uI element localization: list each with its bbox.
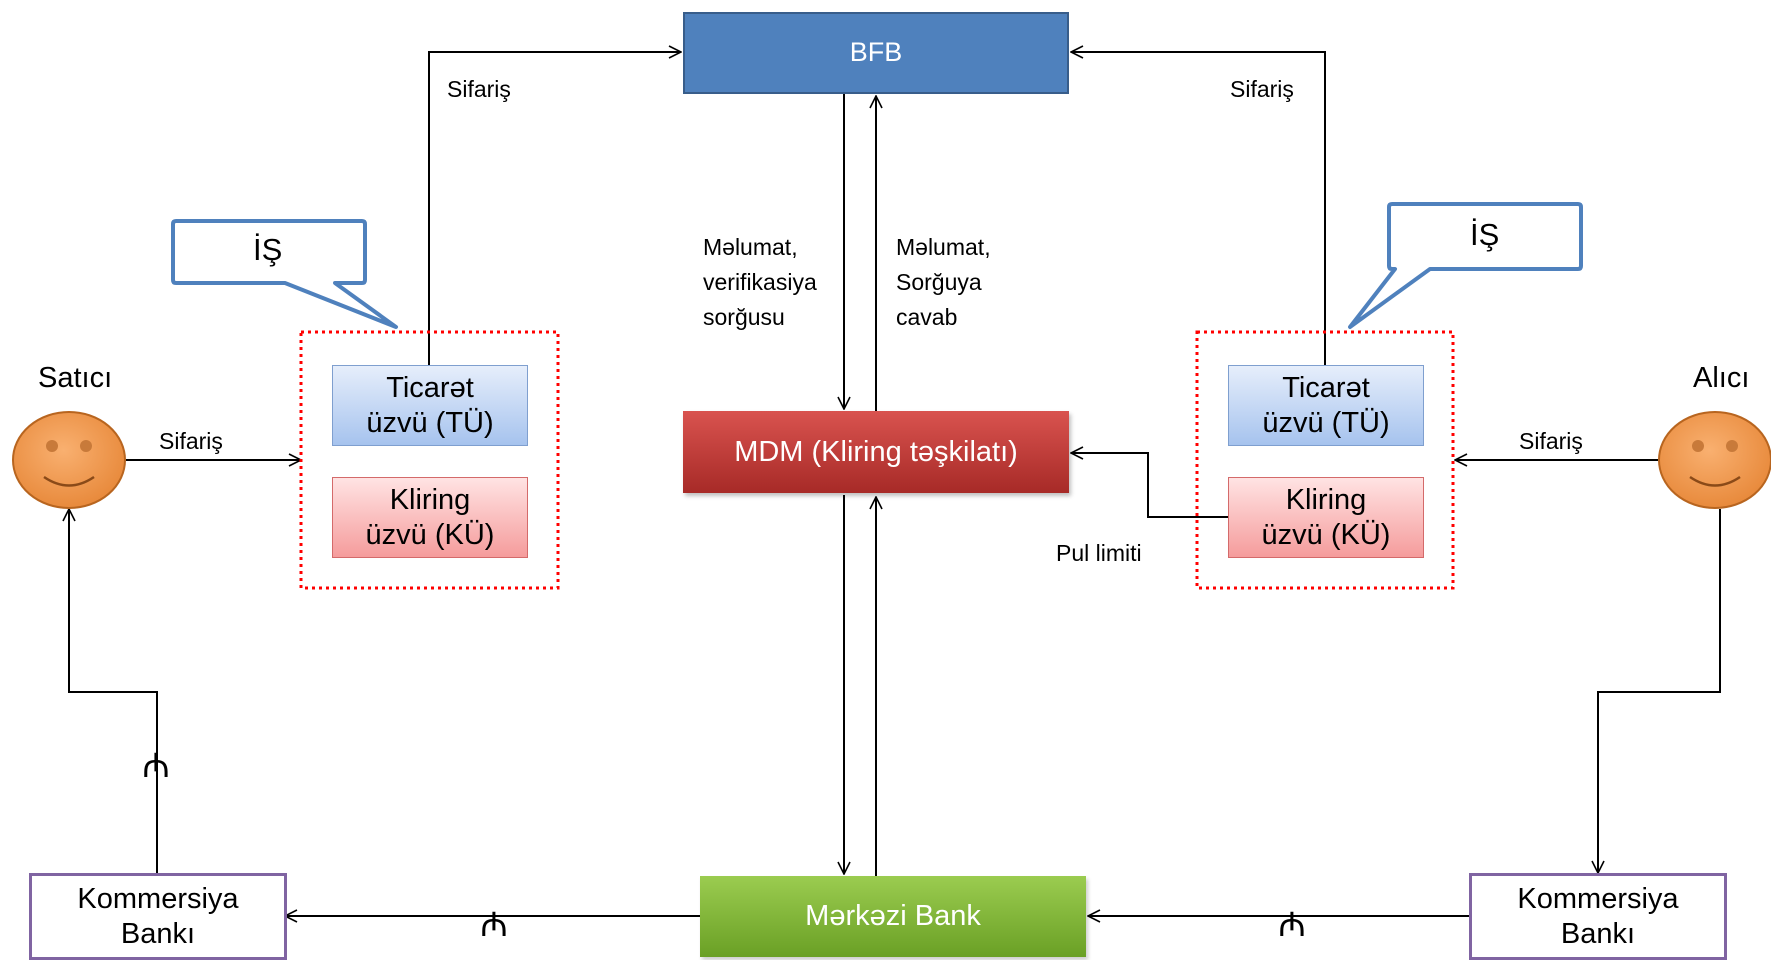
buyer-label: Alıcı bbox=[1693, 362, 1750, 394]
seller-label: Satıcı bbox=[38, 362, 113, 394]
buyer-smiley-icon bbox=[1658, 411, 1771, 509]
seller-smiley-icon bbox=[12, 411, 126, 509]
left-trade-member-box: Ticarət üzvü (TÜ) bbox=[332, 365, 528, 446]
central-bank-box: Mərkəzi Bank bbox=[700, 876, 1086, 957]
mdm-clearing-box: MDM (Kliring təşkilatı) bbox=[683, 411, 1069, 493]
left-speech-bubble bbox=[171, 219, 398, 329]
right-member-frame bbox=[1195, 330, 1455, 590]
manat-icon: ₼ bbox=[142, 746, 170, 786]
edge-buyer-to-right-bank bbox=[1598, 509, 1721, 873]
order-label-left-top: Sifariş bbox=[447, 76, 511, 102]
manat-icon: ₼ bbox=[480, 905, 508, 945]
edge-left-tu-to-bfb bbox=[428, 52, 681, 365]
edge-right-ku-to-mdm bbox=[1071, 453, 1228, 518]
right-bubble-text: İŞ bbox=[1470, 217, 1500, 252]
order-label-buyer: Sifariş bbox=[1519, 428, 1583, 454]
right-trade-member-box: Ticarət üzvü (TÜ) bbox=[1228, 365, 1424, 446]
left-clearing-member-box: Kliring üzvü (KÜ) bbox=[332, 477, 528, 558]
right-speech-bubble bbox=[1348, 202, 1583, 329]
order-label-right-top: Sifariş bbox=[1230, 76, 1294, 102]
left-commercial-bank-box: Kommersiya Bankı bbox=[29, 873, 287, 960]
right-clearing-member-box: Kliring üzvü (KÜ) bbox=[1228, 477, 1424, 558]
order-label-seller: Sifariş bbox=[159, 428, 223, 454]
left-bubble-text: İŞ bbox=[253, 232, 283, 267]
info-request-label: Məlumat, verifikasiya sorğusu bbox=[703, 234, 817, 330]
right-commercial-bank-box: Kommersiya Bankı bbox=[1469, 873, 1727, 960]
edge-left-bank-to-seller bbox=[69, 509, 158, 873]
bfb-box: BFB bbox=[683, 12, 1069, 94]
left-member-frame bbox=[299, 330, 560, 590]
info-response-label: Məlumat, Sorğuya cavab bbox=[896, 234, 991, 330]
edge-right-tu-to-bfb bbox=[1071, 52, 1326, 365]
connectors bbox=[69, 52, 1721, 916]
money-limit-label: Pul limiti bbox=[1056, 540, 1142, 566]
manat-icon: ₼ bbox=[1278, 905, 1306, 945]
